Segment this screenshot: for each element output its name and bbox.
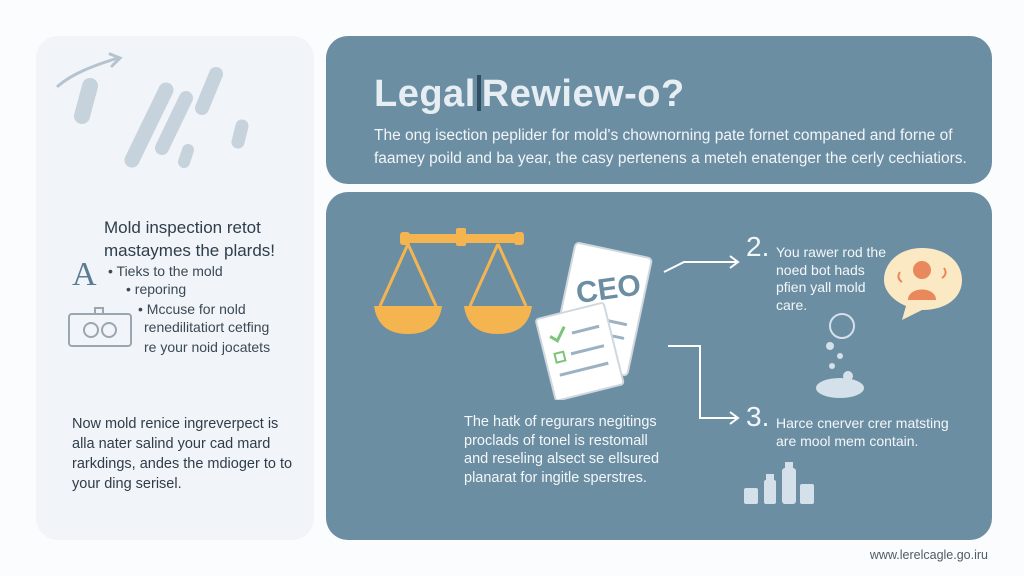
left-footer-text: Now mold renice ingreverpect is alla nat… <box>72 416 293 492</box>
banner-description: The ong isection peplider for mold's cho… <box>374 127 967 167</box>
bottles-icon <box>744 462 814 504</box>
left-bullet-3: • Mccuse for nold <box>138 301 246 317</box>
step-2-number: 2. <box>746 231 770 262</box>
monitor-icon <box>68 307 132 347</box>
scales-icon <box>374 228 532 334</box>
text-cursor-icon <box>476 75 481 111</box>
heading-initial: A <box>72 256 97 293</box>
main-panel <box>326 192 992 540</box>
title-part-2: Rewiew-o? <box>481 73 685 115</box>
step-3-text: Harce cnerver crer matsting are mool mem… <box>776 415 949 449</box>
decorative-strokes-icon <box>56 52 249 168</box>
left-heading: Mold inspection retot mastaymes the plar… <box>104 218 276 260</box>
document-icon: CEO <box>535 242 653 400</box>
footer-url: www.lerelcagle.go.iru <box>869 548 988 562</box>
step-3-number: 3. <box>746 401 770 432</box>
step-2-text: You rawer rod the noed bot hads pfien ya… <box>776 244 886 313</box>
left-bullet-4: renedilitatiort cetfing <box>144 319 270 335</box>
left-bullet-5: re your noid jocatets <box>144 339 271 355</box>
title-part-1: Legal <box>374 73 476 115</box>
bubbles-icon <box>816 313 864 398</box>
person-icon <box>884 248 962 320</box>
left-bullet-2: • reporing <box>126 281 187 297</box>
left-bullet-1: • Tieks to the mold <box>108 263 223 279</box>
title-banner <box>326 36 992 184</box>
main-description: The hatk of regurars negitings proclads … <box>464 414 660 486</box>
flow-arrows-icon <box>663 255 740 425</box>
